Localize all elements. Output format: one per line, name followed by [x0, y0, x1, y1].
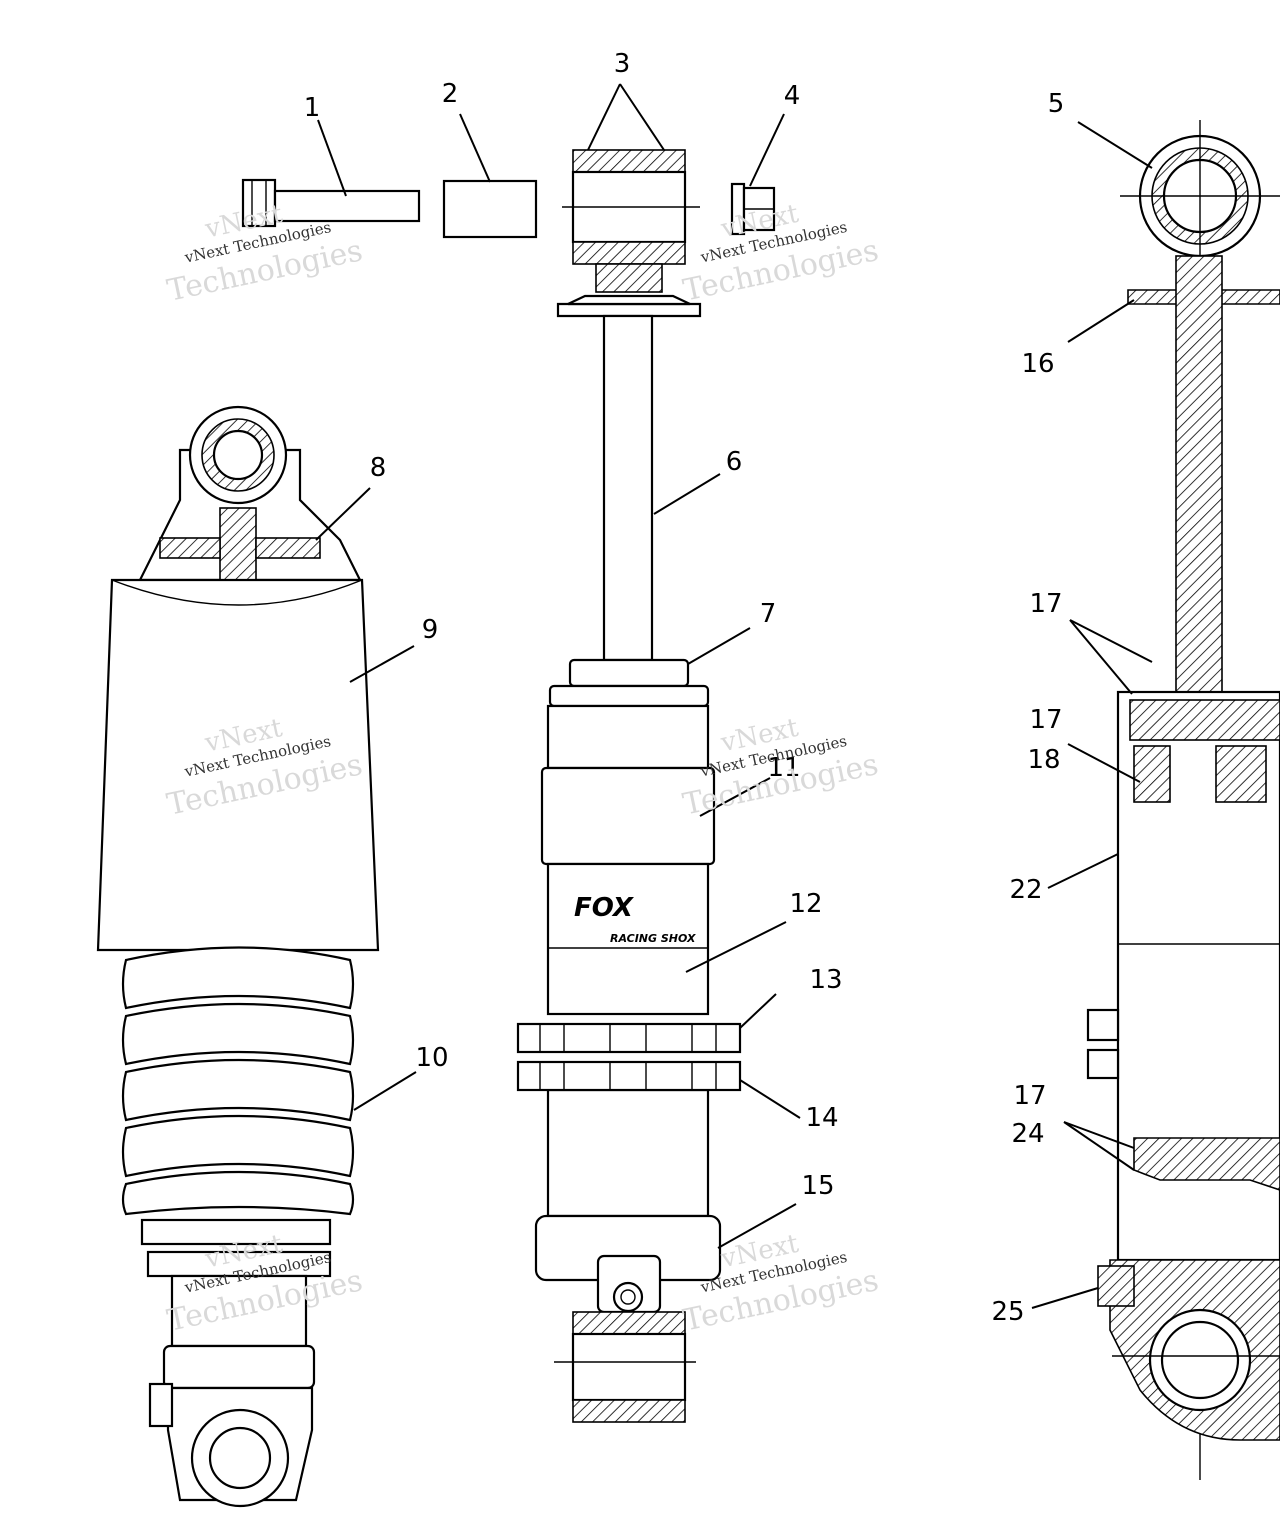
fox-logo: FOX RACING SHOX — [574, 893, 696, 945]
spring-adjuster-ring-lower — [516, 1060, 742, 1092]
callout-8: 8 — [370, 453, 387, 483]
callout-6: 6 — [726, 447, 743, 477]
section-view-assembly — [1086, 120, 1280, 1480]
bolt-part — [241, 178, 421, 228]
bottom-eye-part — [554, 1254, 696, 1423]
leader-lines — [315, 83, 1153, 1309]
left-shock-assembly — [96, 405, 380, 1508]
coil-spring — [121, 946, 355, 1216]
callout-14: 14 — [805, 1103, 838, 1133]
callout-17-middle: 17 — [1029, 705, 1062, 735]
fox-logo-text: FOX — [574, 893, 635, 923]
callout-3: 3 — [614, 49, 631, 79]
callout-11: 11 — [767, 753, 800, 783]
callout-4: 4 — [784, 81, 801, 111]
callout-10: 10 — [415, 1043, 448, 1073]
callout-17-lower: 17 — [1013, 1081, 1046, 1111]
callout-18: 18 — [1027, 745, 1060, 775]
nut-part — [730, 182, 776, 236]
callout-12: 12 — [789, 889, 822, 919]
watermark-top-left: vNext vNext Technologies Technologies — [164, 199, 365, 309]
watermark-top-middle: vNext vNext Technologies Technologies — [680, 199, 881, 309]
callout-24: 24 — [1011, 1119, 1044, 1149]
callout-labels: 1 2 3 4 5 6 7 8 9 10 11 12 13 14 15 16 1… — [304, 49, 1065, 1327]
callout-5: 5 — [1048, 89, 1065, 119]
callout-22: 22 — [1009, 875, 1042, 905]
callout-13: 13 — [809, 965, 842, 995]
shaft-part — [602, 314, 654, 662]
callout-1: 1 — [304, 93, 321, 123]
callout-17-upper: 17 — [1029, 589, 1062, 619]
fox-logo-subtext: RACING SHOX — [610, 932, 696, 945]
callout-7: 7 — [760, 599, 777, 629]
shock-body-part — [534, 658, 722, 1282]
callout-16: 16 — [1021, 349, 1054, 379]
callout-15: 15 — [801, 1171, 834, 1201]
spacer-part — [442, 179, 538, 239]
callout-2: 2 — [442, 79, 459, 109]
callout-9: 9 — [422, 615, 439, 645]
callout-25: 25 — [991, 1297, 1024, 1327]
top-eye-bushing-part — [556, 149, 702, 318]
spring-adjuster-ring-upper — [516, 1022, 742, 1054]
